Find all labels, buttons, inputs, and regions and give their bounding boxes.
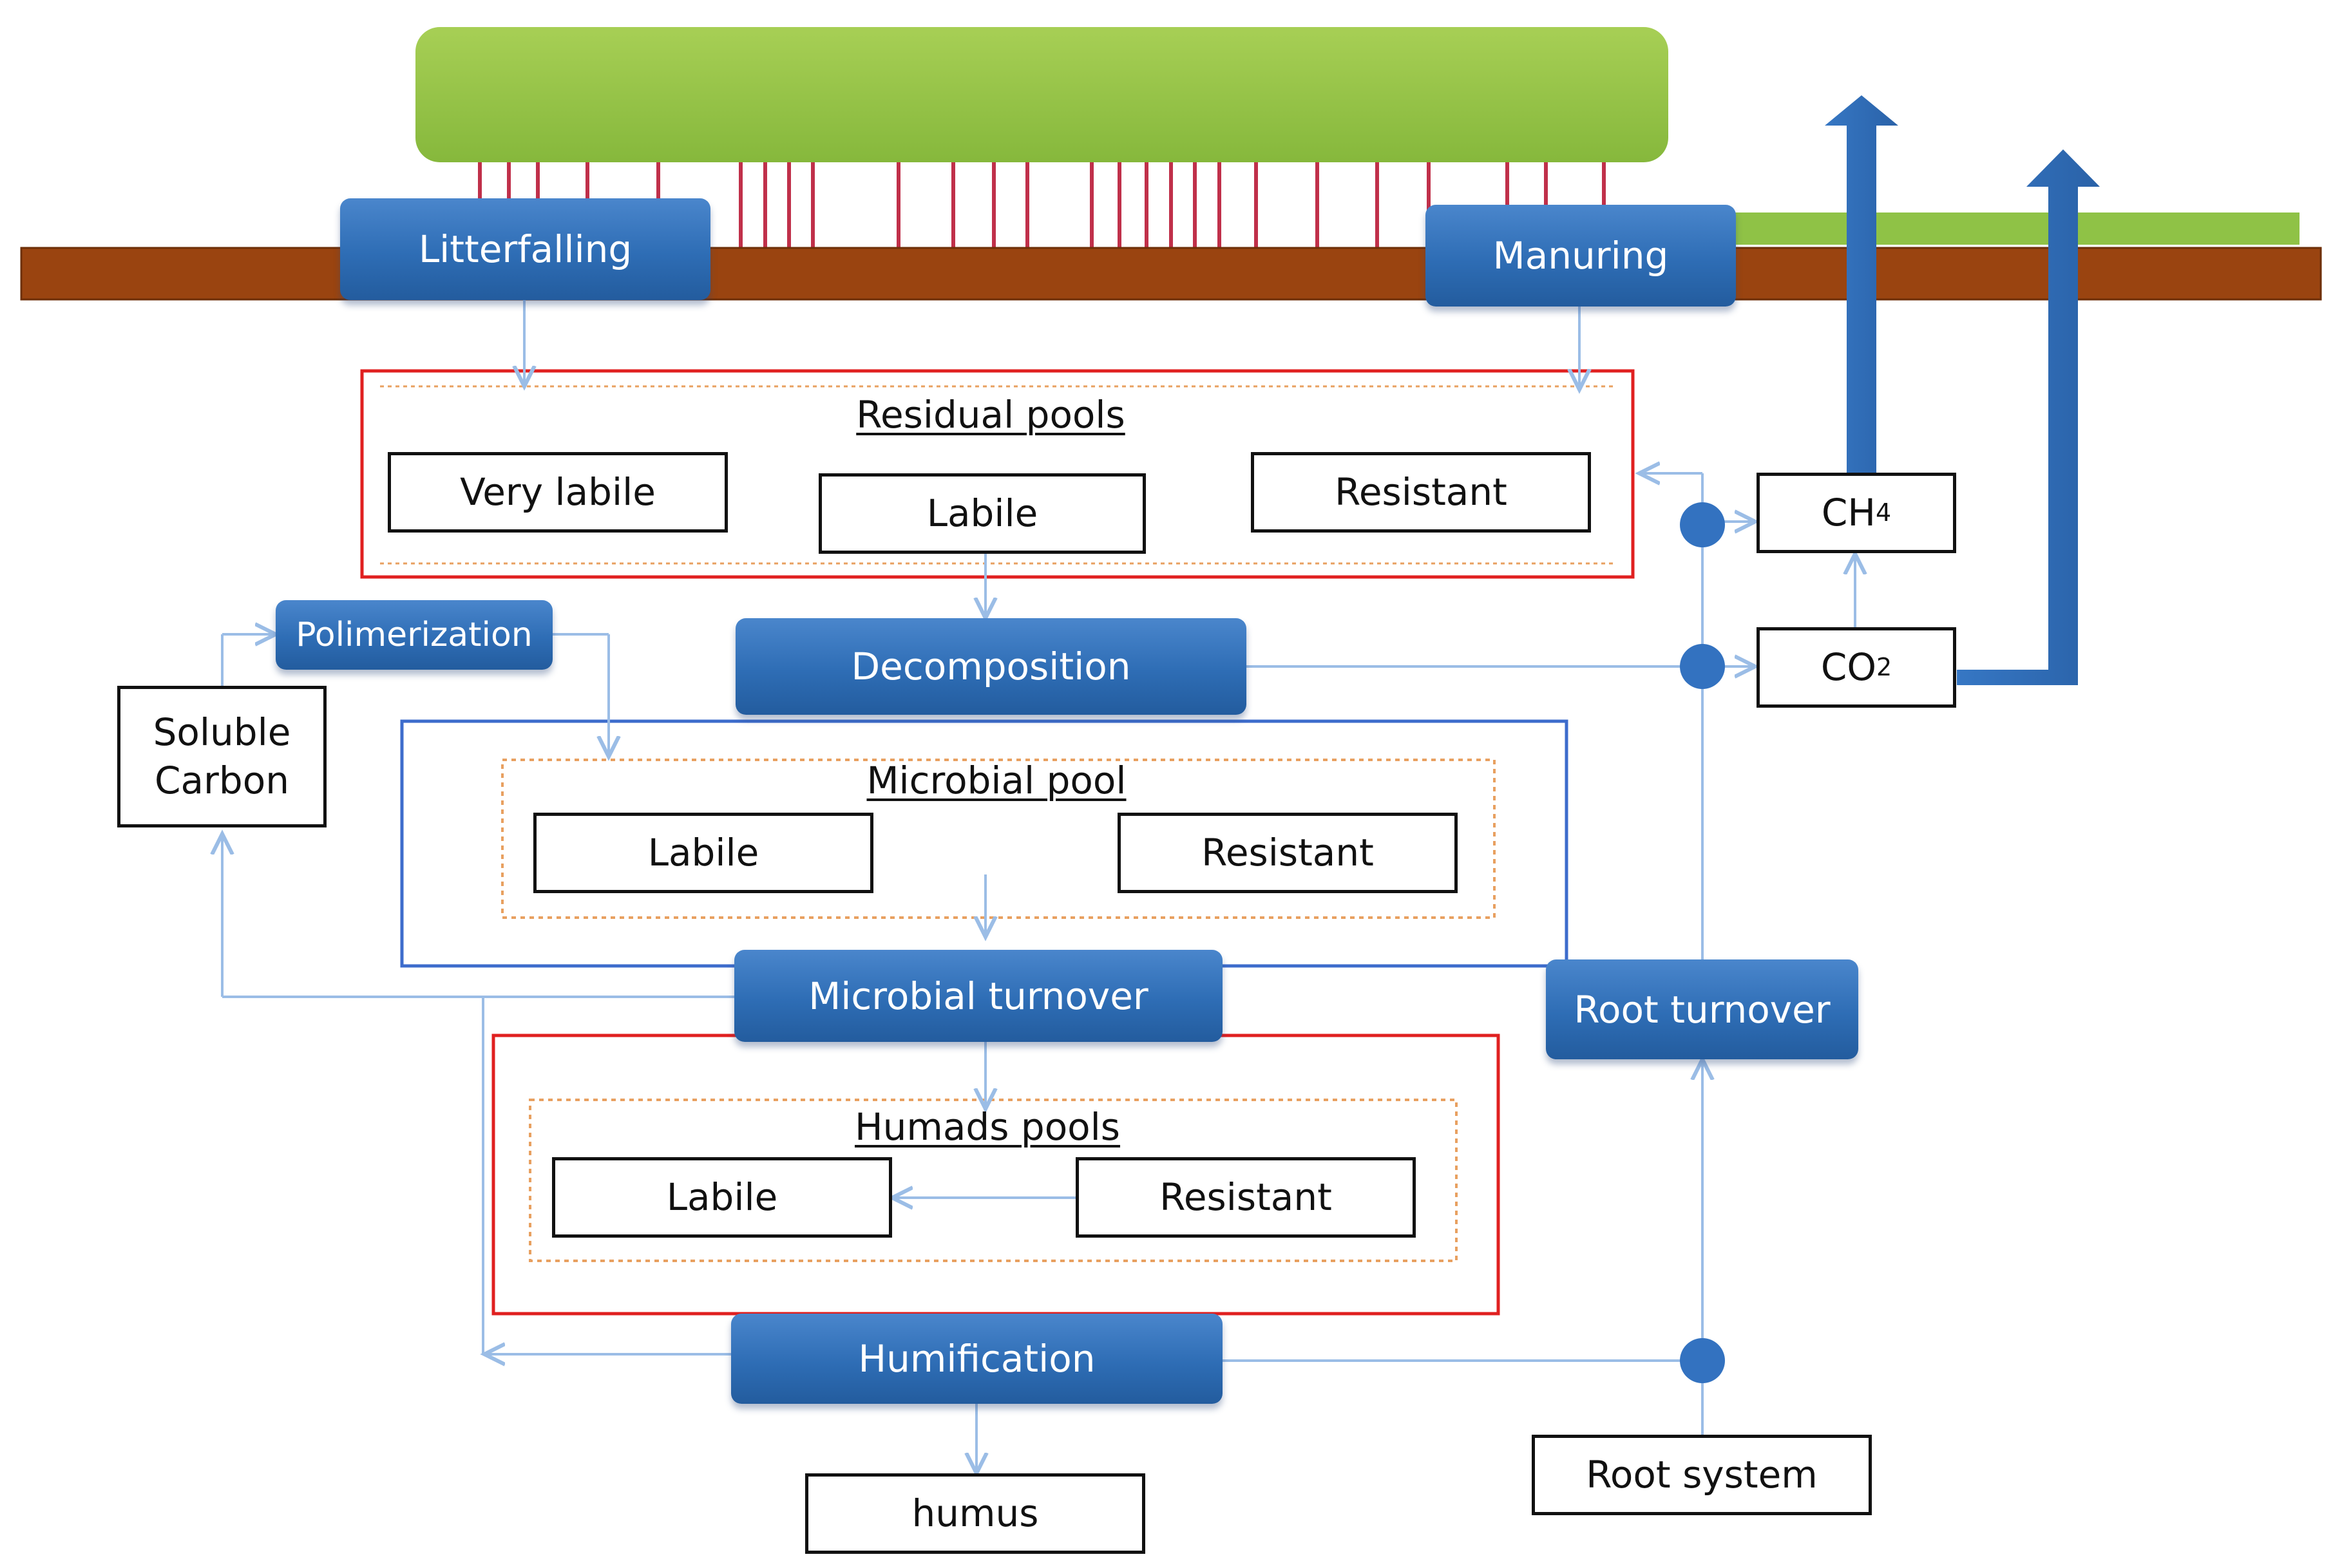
plant-canopy bbox=[415, 27, 1668, 162]
humus-box: humus bbox=[805, 1473, 1145, 1554]
ch4-label: CH bbox=[1821, 490, 1876, 534]
soluble-carbon-line2: Carbon bbox=[155, 759, 289, 802]
co2-subscript: 2 bbox=[1876, 652, 1892, 681]
humads-resistant-box: Resistant bbox=[1076, 1157, 1416, 1238]
co2-label: CO bbox=[1820, 645, 1876, 689]
humification-process: Humification bbox=[731, 1314, 1223, 1404]
manuring-process: Manuring bbox=[1425, 205, 1736, 307]
junction-ch4 bbox=[1680, 502, 1725, 547]
ch4-emission-arrow bbox=[1825, 95, 1898, 473]
microbial-turnover-process: Microbial turnover bbox=[734, 950, 1223, 1042]
soluble-carbon-line1: Soluble bbox=[153, 710, 291, 754]
microbial-labile-box: Labile bbox=[533, 813, 873, 893]
humads-labile-box: Labile bbox=[552, 1157, 892, 1238]
microbial-resistant-box: Resistant bbox=[1118, 813, 1458, 893]
soluble-carbon-box: Soluble Carbon bbox=[117, 686, 327, 827]
microbial-pool-title: Microbial pool bbox=[866, 759, 1127, 802]
residual-very-labile-box: Very labile bbox=[388, 452, 728, 533]
humads-pools-title: Humads pools bbox=[854, 1105, 1121, 1149]
co2-emission-arrow bbox=[1957, 149, 2100, 685]
junction-co2 bbox=[1680, 644, 1725, 689]
litterfalling-process: Litterfalling bbox=[340, 198, 710, 300]
root-system-box: Root system bbox=[1532, 1435, 1872, 1515]
flow-lines bbox=[222, 299, 1855, 1473]
ch4-subscript: 4 bbox=[1875, 498, 1892, 527]
residual-pools-title: Residual pools bbox=[856, 393, 1125, 437]
residual-labile-box: Labile bbox=[819, 473, 1146, 554]
microbial-pool-dotted-frame bbox=[501, 759, 1496, 919]
residual-pools-frame bbox=[360, 369, 1635, 579]
grass-strip bbox=[1726, 213, 2300, 245]
polimerization-process: Polimerization bbox=[276, 600, 553, 670]
junction-humification bbox=[1680, 1338, 1725, 1383]
decomposition-process: Decomposition bbox=[736, 618, 1246, 715]
root-turnover-process: Root turnover bbox=[1546, 959, 1858, 1059]
residual-resistant-box: Resistant bbox=[1251, 452, 1591, 533]
